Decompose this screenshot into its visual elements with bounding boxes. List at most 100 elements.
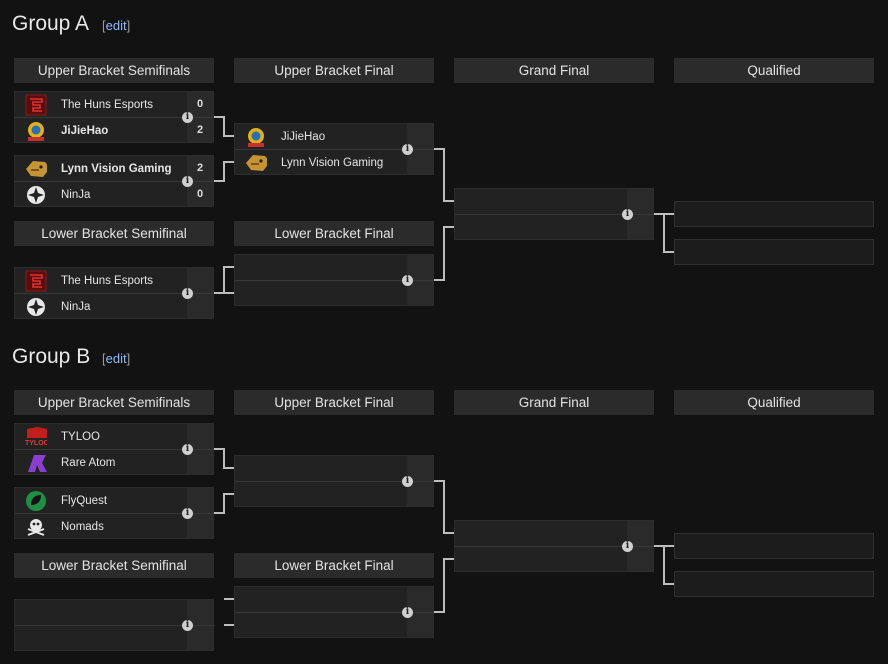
group-b-qualified-slot-2 (674, 571, 874, 597)
match-slot[interactable]: Nomads (15, 514, 187, 539)
huns-logo-icon (25, 94, 47, 116)
match-info-icon[interactable]: i (182, 444, 193, 455)
match-slot[interactable]: Lynn Vision Gaming (235, 150, 407, 175)
connector-line (434, 148, 454, 202)
team-name: Lynn Vision Gaming (61, 162, 172, 175)
group-b-header-lb-semifinal: Lower Bracket Semifinal (14, 553, 214, 578)
group-a-lb-final-match: i (234, 254, 435, 306)
group-b-qualified-slot-1 (674, 533, 874, 559)
group-a-header-ub-semifinals: Upper Bracket Semifinals (14, 58, 214, 83)
team-score: 0 (196, 98, 204, 110)
group-a-ub-final-match: JiJieHao Lynn Vision Gaming i (234, 123, 435, 175)
slot-divider (15, 449, 215, 450)
match-info-icon[interactable]: i (402, 275, 413, 286)
match-info-icon[interactable]: i (402, 607, 413, 618)
match-slot[interactable]: Rare Atom (15, 450, 187, 475)
slot-divider (15, 625, 215, 626)
group-a-edit-link[interactable]: edit (105, 18, 127, 33)
slot-divider (455, 546, 655, 547)
group-b-grand-final-match: i (454, 520, 655, 572)
team-name: JiJieHao (61, 124, 109, 137)
connector-line (214, 161, 234, 182)
group-a-header-lb-final: Lower Bracket Final (234, 221, 434, 246)
match-info-icon[interactable]: i (402, 476, 413, 487)
match-slot[interactable]: The Huns Esports (15, 92, 187, 117)
rare-atom-logo-icon (25, 452, 47, 474)
team-name: Rare Atom (61, 456, 116, 469)
match-info-icon[interactable]: i (182, 176, 193, 187)
connector-line (663, 546, 674, 585)
group-b-title: Group B (12, 345, 91, 368)
slot-divider (15, 181, 215, 182)
jijiehao-logo-icon (25, 120, 47, 142)
lynn-vision-logo-icon (25, 158, 47, 180)
team-name: Lynn Vision Gaming (281, 156, 384, 169)
match-info-icon[interactable]: i (182, 288, 193, 299)
lynn-vision-logo-icon (245, 152, 267, 174)
team-score: 2 (196, 124, 204, 136)
jijiehao-logo-icon (245, 126, 267, 148)
ninja-logo-icon (25, 296, 47, 318)
team-name: JiJieHao (281, 130, 326, 143)
match-slot[interactable]: TYLOO TYLOO (15, 424, 187, 449)
group-a-qualified-slot-1 (674, 201, 874, 227)
slot-divider (235, 481, 435, 482)
huns-logo-icon (25, 270, 47, 292)
group-a-header-grand-final: Grand Final (454, 58, 654, 83)
match-slot[interactable]: FlyQuest (15, 488, 187, 513)
team-name: The Huns Esports (61, 274, 154, 287)
connector-line (214, 266, 234, 294)
slot-divider (235, 612, 435, 613)
match-slot[interactable]: The Huns Esports (15, 268, 187, 293)
match-slot[interactable]: NinJa (15, 182, 187, 207)
slot-divider (15, 117, 215, 118)
match-info-icon[interactable]: i (622, 541, 633, 552)
group-b-header-ub-semifinals: Upper Bracket Semifinals (14, 390, 214, 415)
team-name: Nomads (61, 520, 104, 533)
group-a-grand-final-match: i (454, 188, 655, 240)
group-b-lb-final-match: i (234, 586, 435, 638)
group-b-header-grand-final: Grand Final (454, 390, 654, 415)
group-a-lb-sf-match: The Huns Esports NinJa i (14, 267, 215, 319)
group-a-edit: [edit] (102, 18, 131, 33)
connector-line (434, 480, 454, 534)
group-b-edit-link[interactable]: edit (105, 351, 127, 366)
group-a-ub-sf1-match: The Huns Esports 0 JiJieHao 2 i (14, 91, 215, 143)
team-name: TYLOO (61, 430, 100, 443)
match-info-icon[interactable]: i (182, 620, 193, 631)
team-name: NinJa (61, 188, 91, 201)
connector-line (434, 558, 454, 613)
group-a-title: Group A (12, 12, 90, 35)
nomads-logo-icon (25, 516, 47, 538)
group-a-ub-sf2-match: Lynn Vision Gaming 2 NinJa 0 i (14, 155, 215, 207)
group-a-header-lb-semifinal: Lower Bracket Semifinal (14, 221, 214, 246)
connector-line (663, 214, 674, 253)
match-slot[interactable]: Lynn Vision Gaming (15, 156, 187, 181)
connector-line (434, 226, 454, 281)
group-b-ub-sf1-match: TYLOO TYLOO Rare Atom i (14, 423, 215, 475)
group-a-qualified-slot-2 (674, 239, 874, 265)
slot-divider (455, 214, 655, 215)
match-slot[interactable]: JiJieHao (15, 118, 187, 143)
match-info-icon[interactable]: i (182, 508, 193, 519)
match-slot[interactable]: JiJieHao (235, 124, 407, 149)
match-info-icon[interactable]: i (182, 112, 193, 123)
ninja-logo-icon (25, 184, 47, 206)
connector-line (214, 493, 234, 514)
match-slot[interactable]: NinJa (15, 294, 187, 319)
connector-line (214, 448, 234, 469)
slot-divider (235, 149, 435, 150)
group-b-ub-final-match: i (234, 455, 435, 507)
team-name: The Huns Esports (61, 98, 154, 111)
group-b-header-qualified: Qualified (674, 390, 874, 415)
slot-divider (235, 280, 435, 281)
flyquest-logo-icon (25, 490, 47, 512)
connector-line (214, 116, 234, 137)
group-b-edit: [edit] (102, 351, 131, 366)
match-info-icon[interactable]: i (622, 209, 633, 220)
group-b-header-ub-final: Upper Bracket Final (234, 390, 434, 415)
match-info-icon[interactable]: i (402, 144, 413, 155)
group-b-lb-sf-match: i (14, 599, 215, 651)
svg-text:TYLOO: TYLOO (25, 440, 47, 447)
tyloo-logo-icon: TYLOO (25, 426, 47, 448)
